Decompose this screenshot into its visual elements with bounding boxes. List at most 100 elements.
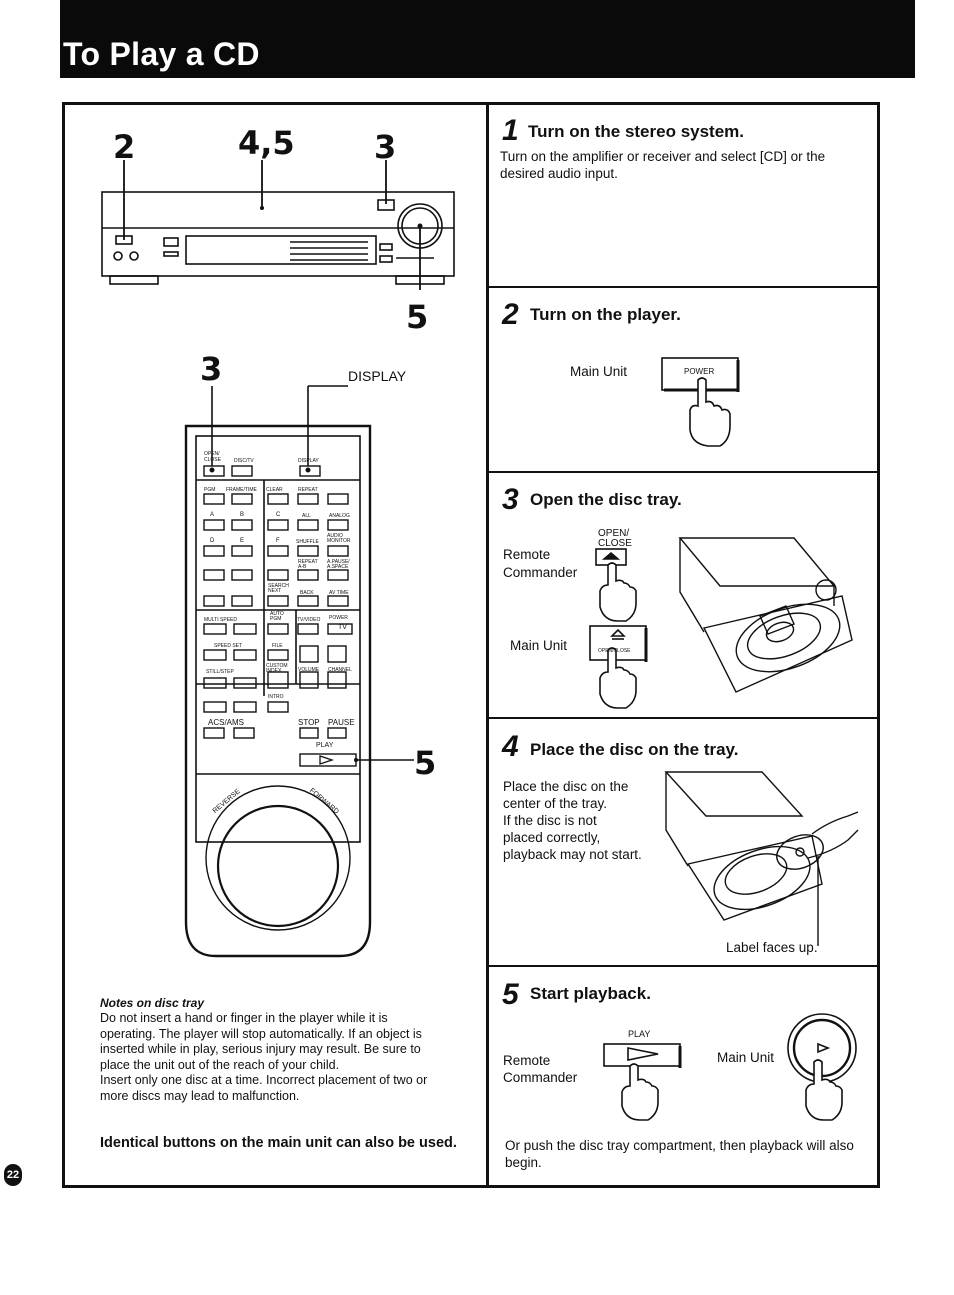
callout-3: 3: [374, 128, 397, 166]
callout-5-remote: 5: [414, 744, 437, 782]
step-3-main-unit-label: Main Unit: [510, 638, 568, 653]
step-3-title: Open the disc tray.: [530, 490, 682, 509]
step-1-title: Turn on the stereo system.: [528, 122, 745, 141]
remote-repeat-ab-label: REPEAT A-B: [298, 559, 318, 570]
remote-clear-label: CLEAR: [266, 487, 283, 493]
page-title: To Play a CD: [63, 36, 260, 72]
notes-line: Do not insert a hand or finger in the pl…: [100, 1011, 388, 1025]
main-unit-illustration: [101, 160, 455, 290]
step-5-number: 5: [502, 978, 519, 1011]
step-5-commander-label: Commander: [503, 1070, 578, 1085]
remote-all-label: ALL: [302, 513, 311, 519]
notes-line: operating. The player will stop automati…: [100, 1026, 422, 1041]
step-4-line: playback may not start.: [503, 847, 642, 862]
display-callout-label: DISPLAY: [348, 368, 407, 384]
remote-pause-label: PAUSE: [328, 718, 355, 727]
notes-line: place the unit out of the reach of your …: [100, 1057, 340, 1072]
step-1-text: Turn on the amplifier or receiver and se…: [500, 149, 826, 181]
remote-file-label: FILE: [272, 643, 283, 649]
step-3-remote-label: Remote: [503, 547, 551, 562]
step-3-number: 3: [502, 483, 519, 516]
step-1-number: 1: [502, 114, 519, 147]
notes-line: inserted while in play, serious injury m…: [100, 1042, 421, 1056]
step-4-line: center of the tray.: [503, 796, 608, 811]
remote-analog-label: ANALOG: [329, 513, 350, 519]
remote-speed-set-label: SPEED SET: [214, 643, 243, 649]
step-4-line: Place the disc on the: [503, 779, 629, 794]
callout-4-5: 4,5: [238, 124, 295, 162]
content-frame: [62, 102, 880, 1188]
remote-display-label: DISPLAY: [298, 458, 319, 464]
close-label: CLOSE: [598, 538, 632, 549]
callout-2: 2: [113, 128, 136, 166]
play-button-main-illustration: [787, 1013, 857, 1121]
disc-placement-illustration: [664, 771, 859, 946]
remote-still-step-label: STILL/STEP: [206, 669, 234, 675]
remote-intro-label: INTRO: [268, 694, 284, 700]
notes-text: Do not insert a hand or finger in the pl…: [100, 1011, 480, 1104]
step-5-title: Start playback.: [530, 984, 651, 1003]
remote-multi-speed-label: MULTI SPEED: [204, 617, 237, 623]
open-close-main-button-illustration: [589, 625, 648, 709]
remote-repeat-label: REPEAT: [298, 487, 318, 493]
notes-line: Insert only one disc at a time. Incorrec…: [100, 1073, 428, 1087]
open-close-button-label: OPEN/CLOSE: [598, 648, 631, 654]
remote-b-label: B: [240, 512, 245, 518]
step-2-main-unit-label: Main Unit: [570, 364, 628, 379]
page-number: 22: [4, 1164, 22, 1186]
remote-back-label: BACK: [300, 590, 314, 596]
open-label: OPEN/: [598, 528, 630, 539]
step-5-remote-label: Remote: [503, 1053, 551, 1068]
remote-tv-label: TV: [338, 624, 347, 631]
step-divider: [489, 965, 877, 967]
power-button-illustration: [661, 357, 740, 447]
remote-tv-video-label: TV/VIDEO: [297, 617, 321, 623]
remote-audio-monitor-label: AUDIO MONITOR: [327, 533, 351, 544]
remote-f-label: F: [276, 538, 280, 544]
step-5-main-unit-label: Main Unit: [717, 1050, 775, 1065]
identical-buttons-note: Identical buttons on the main unit can a…: [100, 1135, 457, 1151]
column-divider: [486, 102, 489, 1188]
step-4-title: Place the disc on the tray.: [530, 740, 739, 759]
remote-apause-label: A.PAUSE/ A.SPACE: [327, 559, 350, 570]
remote-custom-index-label: CUSTOM INDEX: [266, 663, 288, 674]
step-4-number: 4: [502, 730, 519, 763]
notes-line: more discs may lead to malfunction.: [100, 1088, 300, 1103]
remote-acs-ams-label: ACS/AMS: [208, 718, 245, 727]
label-faces-up-text: Label faces up.: [726, 940, 818, 955]
remote-pgm-label: PGM: [204, 487, 216, 493]
remote-play-label: PLAY: [316, 742, 334, 749]
step-2-number: 2: [502, 298, 519, 331]
remote-commander-illustration: [184, 385, 414, 958]
notes-title: Notes on disc tray: [100, 996, 205, 1010]
remote-disc-tv-label: DISC/TV: [234, 458, 254, 464]
step-5-footer-text: Or push the disc tray compartment, then …: [505, 1138, 854, 1170]
callout-5: 5: [406, 298, 429, 336]
step-4-line: placed correctly,: [503, 830, 601, 845]
step-2-title: Turn on the player.: [530, 305, 681, 324]
play-button-remote-illustration: [603, 1043, 682, 1121]
step-divider: [489, 286, 877, 288]
step-4-text: Place the disc on the center of the tray…: [503, 778, 642, 863]
remote-e-label: E: [240, 538, 245, 544]
remote-auto-pgm-label: AUTO PGM: [270, 611, 284, 622]
remote-shuffle-label: SHUFFLE: [296, 539, 319, 545]
disc-tray-open-illustration: [678, 537, 853, 693]
remote-channel-label: CHANNEL: [328, 667, 352, 673]
remote-d-label: D: [210, 538, 215, 544]
step-divider: [489, 717, 877, 719]
step-3-commander-label: Commander: [503, 565, 578, 580]
play-label: PLAY: [628, 1029, 651, 1039]
power-button-label: POWER: [684, 367, 715, 376]
remote-av-time-label: AV TIME: [329, 590, 349, 596]
remote-volume-label: VOLUME: [298, 667, 320, 673]
remote-c-label: C: [276, 512, 281, 518]
remote-stop-label: STOP: [298, 718, 320, 727]
title-bar: To Play a CD: [60, 0, 915, 78]
remote-a-label: A: [210, 512, 215, 518]
remote-frame-time-label: FRAME/TIME: [226, 487, 257, 493]
callout-3-remote: 3: [200, 350, 223, 388]
step-4-line: If the disc is not: [503, 813, 597, 828]
remote-power-label: POWER: [329, 615, 348, 621]
open-close-remote-button-illustration: [595, 548, 637, 622]
